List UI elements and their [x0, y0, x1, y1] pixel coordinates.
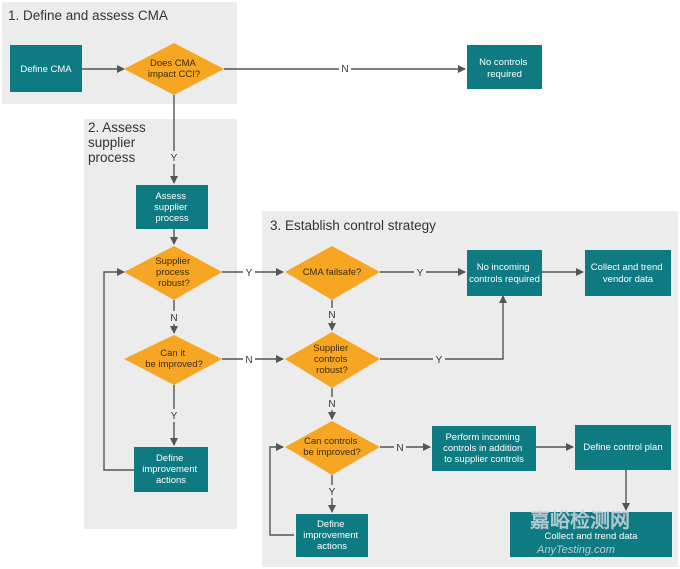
section-3-title: 3. Establish control strategy [270, 218, 436, 233]
assess-supplier-label: Assess supplier process [154, 191, 190, 224]
section-1-title: 1. Define and assess CMA [8, 8, 168, 23]
define-plan-box [575, 425, 671, 470]
watermark-chinese: 嘉峪检测网 [529, 508, 630, 532]
define-plan-label: Define control plan [583, 442, 662, 453]
no-controls-label: No controls required [479, 57, 530, 80]
define-improvement-box-2 [296, 514, 368, 557]
collect-data-label: Collect and trend data [545, 531, 639, 542]
collect-vendor-label: Collect and trend vendor data [591, 262, 665, 285]
section-2-title: 2. Assess supplier process [88, 120, 150, 165]
label-robust-yes: Y [246, 268, 253, 279]
collect-data-box [510, 512, 672, 557]
can-controls-label: Can controls be improved? [303, 436, 361, 458]
label-failsafe-yes: Y [417, 268, 424, 279]
label-failsafe-no: N [328, 310, 335, 321]
define-improvement-label-1: Define improvement actions [142, 453, 200, 486]
no-incoming-box [467, 250, 542, 296]
supplier-controls-diamond [285, 332, 380, 388]
can-controls-diamond [285, 421, 380, 475]
collect-vendor-box [585, 250, 671, 296]
can-improve-label: Can it be improved? [145, 348, 203, 370]
supplier-robust-label: Supplier process robust? [155, 256, 193, 289]
edge-define-loop [103, 268, 134, 471]
can-improve-diamond [124, 335, 222, 385]
label-impact-no: N [341, 64, 348, 75]
label-impact-yes: Y [171, 153, 178, 164]
cma-failsafe-label: CMA failsafe? [303, 267, 362, 278]
perform-incoming-label: Perform incoming controls in addition to… [443, 432, 525, 465]
label-robust-no: N [170, 313, 177, 324]
define-cma-box [10, 45, 82, 92]
supplier-controls-label: Supplier controls robust? [313, 343, 351, 376]
label-can-controls-no: N [396, 443, 403, 454]
no-incoming-label: No incoming controls required [469, 262, 540, 285]
label-controls-no: N [328, 399, 335, 410]
does-cma-impact-label: Does CMA impact CCI? [148, 58, 200, 80]
edge-labels: N Y Y N Y N Y N Y N N Y [168, 62, 445, 498]
define-improvement-box-1 [134, 447, 208, 492]
label-improve-yes: Y [171, 411, 178, 422]
no-controls-box [467, 45, 542, 89]
label-improve-no: N [245, 355, 252, 366]
supplier-robust-diamond [124, 246, 222, 300]
edge-define2-loop [269, 443, 294, 536]
label-controls-yes: Y [436, 355, 443, 366]
does-cma-impact-diamond [124, 43, 224, 95]
define-cma-label: Define CMA [20, 64, 72, 75]
perform-incoming-box [432, 426, 536, 471]
watermark-english: AnyTesting.com [536, 544, 615, 556]
label-can-controls-yes: Y [329, 487, 336, 498]
assess-supplier-box [136, 185, 208, 229]
cma-failsafe-diamond [285, 246, 380, 300]
define-improvement-label-2: Define improvement actions [303, 519, 361, 552]
edge-controls-to-no-incoming [380, 295, 507, 360]
